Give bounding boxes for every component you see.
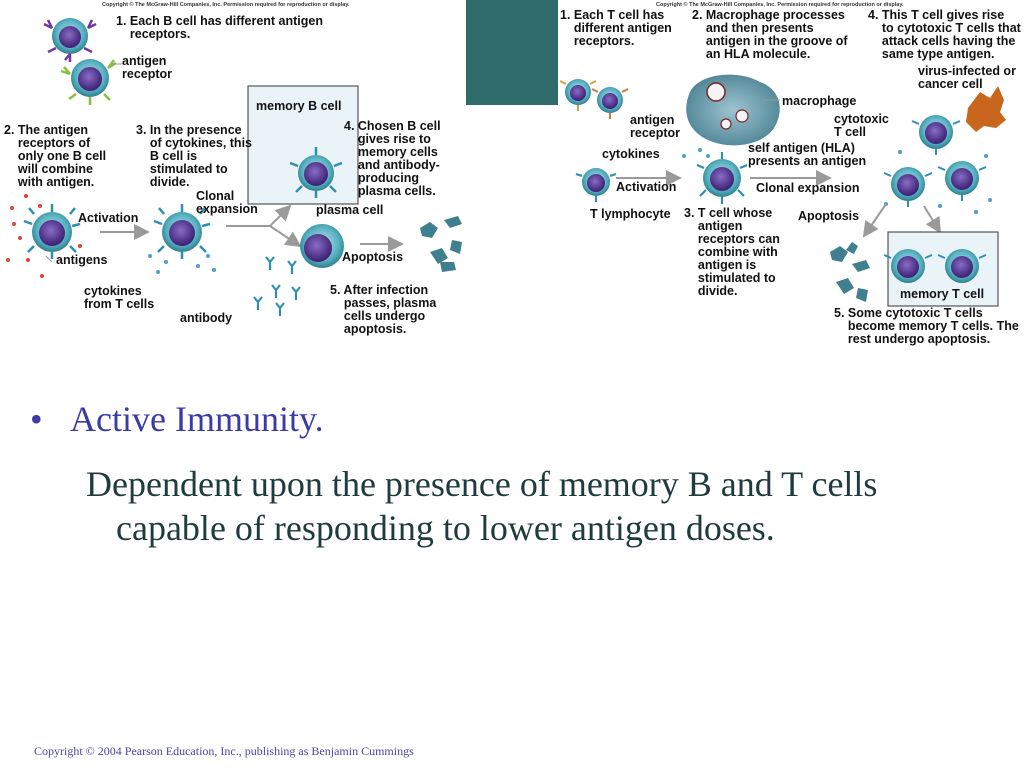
right-step3: 3. T cell whose antigen receptors can co… [684, 206, 780, 298]
apoptotic-fragments-left [420, 216, 462, 272]
slide-body-text: Dependent upon the presence of memory B … [86, 464, 878, 548]
b-cell-activation [23, 204, 81, 259]
bullet-dot: • [30, 399, 43, 439]
left-apoptosis-label: Apoptosis [342, 250, 404, 264]
cytotoxic-t-cell-label: cytotoxic T cell [834, 112, 889, 139]
right-apoptosis-label: Apoptosis [798, 209, 860, 223]
left-step1: 1. Each B cell has different antigen rec… [116, 14, 324, 41]
left-step4: 4. Chosen B cell gives rise to memory ce… [344, 119, 441, 198]
plasma-cell [300, 224, 344, 268]
right-antigen-receptor-label: antigen receptor [630, 113, 681, 140]
plasma-cell-label: plasma cell [316, 203, 384, 217]
macrophage [686, 74, 780, 146]
left-step5: 5. After infection passes, plasma cells … [330, 283, 437, 336]
memory-b-cell [289, 147, 343, 198]
left-step3: 3. In the presence of cytokines, this B … [136, 123, 252, 189]
t-cell-stimulated [696, 152, 748, 204]
left-activation-label: Activation [78, 211, 139, 225]
right-activation-label: Activation [616, 180, 677, 194]
right-step2: 2. Macrophage processes and then present… [692, 8, 848, 61]
cytokines-from-t-cells-label: cytokines from T cells [84, 284, 155, 311]
b-cell-stimulated [153, 204, 211, 259]
memory-t-cells [883, 249, 987, 283]
right-step1: 1. Each T cell has different antigen rec… [560, 8, 672, 48]
antigen-dots [6, 194, 82, 278]
t-cell-yellow-receptors [559, 79, 597, 111]
right-copyright: Copyright © The McGraw-Hill Companies, I… [656, 2, 904, 8]
antibody-label: antibody [180, 311, 233, 325]
memory-t-cell-label: memory T cell [900, 287, 985, 301]
t-cell-orange-receptors [591, 87, 629, 119]
virus-infected-cell [966, 86, 1006, 132]
b-cell-green-receptors [60, 59, 117, 105]
left-antigen-receptor-label: antigen receptor [122, 54, 173, 81]
t-lymphocyte-label: T lymphocyte [590, 207, 671, 221]
self-antigen-label: self antigen (HLA) presents an antigen [748, 141, 867, 168]
t-lymphocyte [575, 168, 617, 202]
footer-copyright: Copyright © 2004 Pearson Education, Inc.… [34, 744, 414, 758]
b-cell-purple-receptors [43, 18, 97, 62]
left-clonal-expansion-label: Clonal expansion [196, 189, 258, 216]
left-copyright: Copyright © The McGraw-Hill Companies, I… [102, 2, 350, 8]
cytokine-dots-left [148, 254, 216, 274]
apoptotic-fragments-right [830, 242, 870, 302]
cytotoxic-t-cells [883, 115, 987, 207]
right-clonal-expansion-label: Clonal expansion [756, 181, 860, 195]
left-step2: 2. The antigen receptors of only one B c… [4, 123, 107, 189]
right-step5: 5. Some cytotoxic T cells become memory … [834, 306, 1019, 346]
antibodies [253, 256, 301, 316]
cytokine-dots-right [682, 148, 710, 158]
virus-infected-label: virus-infected or cancer cell [918, 64, 1016, 91]
antigens-label: antigens [56, 253, 108, 267]
decorative-teal-block [466, 0, 558, 105]
immune-diagram-graphics [6, 18, 1006, 316]
right-step4: 4. This T cell gives rise to cytotoxic T… [868, 8, 1021, 61]
right-cytokines-label: cytokines [602, 147, 660, 161]
memory-b-cell-label: memory B cell [256, 99, 342, 113]
macrophage-label: macrophage [782, 94, 857, 108]
slide-heading: Active Immunity. [70, 399, 324, 439]
